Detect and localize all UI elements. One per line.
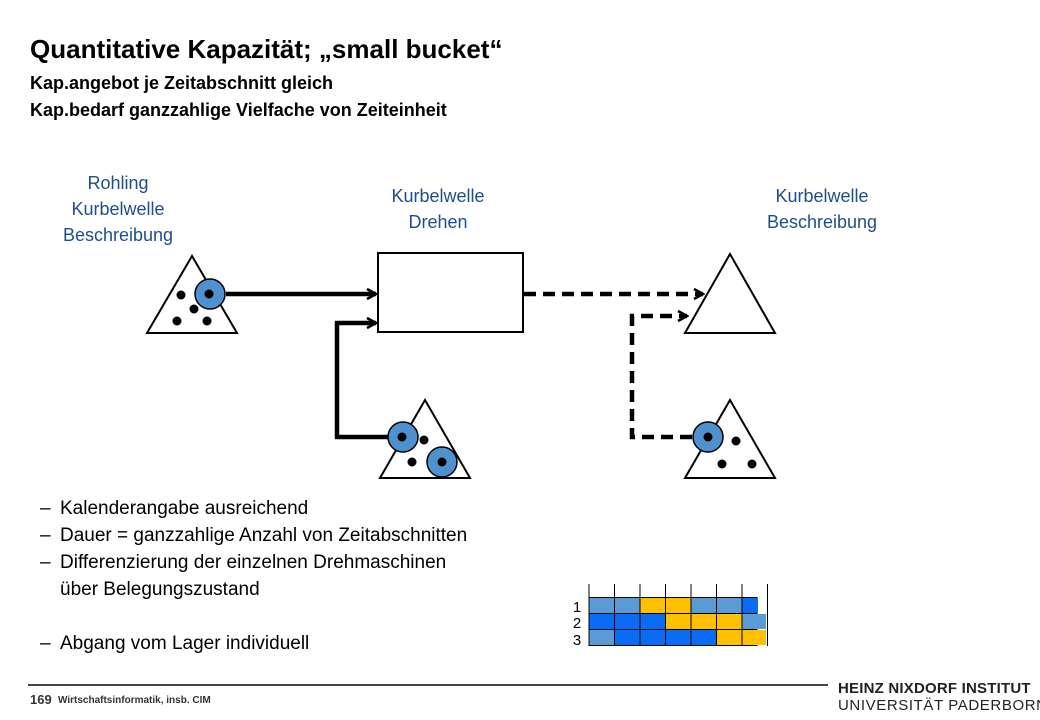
arrow-tool-to-process bbox=[334, 323, 388, 440]
bullet-list: –Kalenderangabe ausreichend –Dauer = gan… bbox=[40, 495, 467, 657]
schedule-cell bbox=[716, 630, 742, 645]
tool-right-unit-dot bbox=[703, 432, 713, 442]
page-number: 169 bbox=[30, 692, 52, 707]
raw-unit-dot bbox=[202, 316, 212, 326]
schedule-cell bbox=[665, 598, 691, 613]
footer-note: Wirtschaftsinformatik, insb. CIM bbox=[58, 695, 211, 706]
schedule-cell bbox=[614, 614, 640, 629]
tool-right-unit-dot bbox=[747, 459, 757, 469]
arrow-tool-return bbox=[629, 316, 692, 440]
raw-unit-dot bbox=[176, 290, 186, 300]
schedule-cell bbox=[640, 598, 666, 613]
schedule-cell bbox=[742, 598, 758, 613]
schedule-cell bbox=[691, 630, 717, 645]
label-raw-line-3: Beschreibung bbox=[62, 225, 174, 245]
footer-divider bbox=[28, 684, 828, 686]
institute-logo-line2: UNIVERSITÄT PADERBORN bbox=[838, 697, 1040, 714]
raw-unit-dot bbox=[172, 316, 182, 326]
schedule-cell bbox=[589, 614, 615, 629]
schedule-cell bbox=[665, 614, 691, 629]
process-box bbox=[377, 252, 524, 333]
schedule-cell bbox=[716, 614, 742, 629]
schedule-cell bbox=[665, 630, 691, 645]
schedule-row-label: 2 bbox=[573, 615, 581, 632]
tool-right-unit-dot bbox=[731, 436, 741, 446]
bullet-item: –Dauer = ganzzahlige Anzahl von Zeitabsc… bbox=[40, 522, 467, 549]
schedule-cell bbox=[640, 614, 666, 629]
schedule-row-label: 1 bbox=[573, 599, 581, 616]
tool-unit-dot bbox=[397, 432, 407, 442]
schedule-cell bbox=[691, 598, 717, 613]
bullet-text: Abgang vom Lager individuell bbox=[60, 633, 310, 654]
label-raw-line-2: Kurbelwelle bbox=[71, 199, 165, 219]
bullet-dash: – bbox=[40, 552, 51, 573]
label-product-line-2: Beschreibung bbox=[766, 212, 878, 232]
bullet-text: Kalenderangabe ausreichend bbox=[60, 498, 309, 519]
label-raw-line-1: Rohling bbox=[87, 173, 149, 193]
schedule-grid bbox=[588, 584, 768, 646]
schedule-cell bbox=[691, 614, 717, 629]
label-product-line-1: Kurbelwelle bbox=[775, 186, 869, 206]
raw-unit-dot bbox=[189, 304, 199, 314]
schedule-cell bbox=[589, 598, 615, 613]
label-raw-material: Rohling Kurbelwelle Beschreibung bbox=[48, 170, 188, 248]
bullet-item: –Kalenderangabe ausreichend bbox=[40, 495, 467, 522]
bullet-dash: – bbox=[40, 498, 51, 519]
label-process-line-2: Drehen bbox=[408, 212, 468, 232]
schedule-cell bbox=[742, 630, 766, 645]
bullet-text: Dauer = ganzzahlige Anzahl von Zeitabsch… bbox=[60, 525, 468, 546]
institute-logo-line1: HEINZ NIXDORF INSTITUT bbox=[838, 680, 1031, 697]
raw-unit-dot bbox=[204, 289, 214, 299]
bullet-spacer bbox=[40, 603, 467, 630]
schedule-cell bbox=[742, 614, 766, 629]
bullet-dash: – bbox=[40, 633, 51, 654]
schedule-cell bbox=[640, 630, 666, 645]
page-title: Quantitative Kapazität; „small bucket“ bbox=[30, 34, 503, 64]
subtitle-capacity-demand: Kap.bedarf ganzzahlige Vielfache von Zei… bbox=[30, 100, 447, 120]
label-process-line-1: Kurbelwelle bbox=[391, 186, 485, 206]
bullet-item: –Abgang vom Lager individuell bbox=[40, 630, 467, 657]
subtitle-capacity-supply: Kap.angebot je Zeitabschnitt gleich bbox=[30, 73, 334, 93]
label-product: Kurbelwelle Beschreibung bbox=[742, 183, 902, 235]
bullet-item: –Differenzierung der einzelnen Drehmasch… bbox=[40, 549, 467, 576]
schedule-cell bbox=[589, 630, 615, 645]
schedule-cell bbox=[614, 630, 640, 645]
bullet-dash: – bbox=[40, 525, 51, 546]
tool-right-unit-dot bbox=[717, 459, 727, 469]
product-store bbox=[683, 251, 777, 334]
bullet-text: Differenzierung der einzelnen Drehmaschi… bbox=[60, 552, 447, 573]
bullet-continuation: über Belegungszustand bbox=[60, 579, 260, 600]
schedule-row-label: 3 bbox=[573, 632, 581, 649]
tool-unit-dot bbox=[419, 435, 429, 445]
label-process: Kurbelwelle Drehen bbox=[368, 183, 508, 235]
tool-unit-dot bbox=[407, 457, 417, 467]
tool-unit-dot bbox=[437, 457, 447, 467]
schedule-cell bbox=[716, 598, 742, 613]
schedule-cell bbox=[614, 598, 640, 613]
